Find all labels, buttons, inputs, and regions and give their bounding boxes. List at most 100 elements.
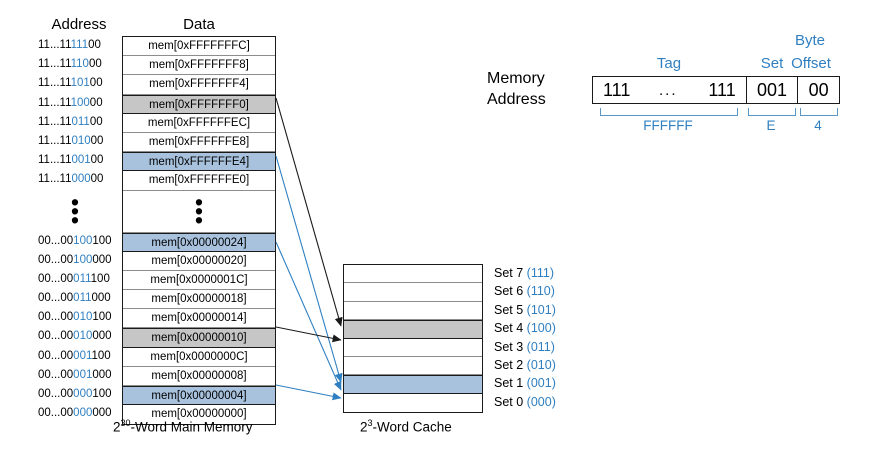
mm-caption-exponent: 30: [120, 418, 131, 428]
cache-row: [344, 265, 482, 284]
cache-set-label: Set 3 (011): [494, 338, 556, 356]
address-label: 11...1110100: [38, 74, 120, 93]
mm-caption-base: 2: [113, 419, 121, 435]
set-index-bits: (011): [526, 339, 555, 354]
set-hex-value: E: [766, 118, 776, 133]
address-offset-bits: 100: [90, 272, 110, 285]
address-offset-bits: 00: [89, 77, 103, 90]
cache-row: [344, 283, 482, 302]
cache-set-label: Set 4 (100): [494, 319, 556, 337]
cache-set-label: Set 7 (111): [494, 264, 556, 282]
address-offset-bits: 00: [90, 173, 104, 186]
address-set-bits: 001: [73, 349, 92, 362]
address-label: 00...00000100: [38, 385, 120, 404]
address-offset-bits: 100: [91, 349, 111, 362]
address-set-bits: 011: [73, 292, 92, 305]
address-offset-bits: 00: [89, 115, 103, 128]
address-tag-bits: 00...00: [38, 234, 74, 247]
address-tag-bits: 11...11: [38, 39, 71, 51]
address-offset-bits: 100: [92, 234, 112, 247]
cache-caption-exponent: 3: [367, 418, 373, 428]
address-offset-bits: 100: [92, 388, 112, 400]
memory-row: mem[0x00000004]: [123, 386, 275, 406]
memory-row: mem[0x00000008]: [123, 366, 275, 386]
memory-row: mem[0x00000010]: [123, 328, 275, 348]
address-tag-bits: 11...11: [38, 134, 72, 147]
set-name: Set 2: [494, 357, 524, 372]
byte-offset-label-line2: Offset: [791, 55, 831, 72]
cache-set-labels: Set 7 (111)Set 6 (110)Set 5 (101)Set 4 (…: [494, 264, 556, 411]
memory-row: mem[0x00000020]: [123, 251, 275, 271]
main-memory-table: mem[0xFFFFFFFC]mem[0xFFFFFFF8]mem[0xFFFF…: [122, 36, 276, 426]
address-set-bits: 001: [73, 368, 93, 381]
address-tag-bits: 00...00: [38, 368, 74, 381]
set-name: Set 6: [494, 284, 524, 299]
memory-row: mem[0xFFFFFFF4]: [123, 75, 275, 95]
tag-bits-field: 111 ... 111: [593, 77, 746, 103]
set-name: Set 0: [494, 394, 524, 409]
address-set-bits: 000: [73, 388, 93, 400]
cache-row: [344, 320, 482, 339]
address-tag-bits: 11...11: [38, 115, 72, 128]
address-set-bits: 011: [71, 115, 90, 128]
set-name: Set 7: [494, 266, 524, 280]
memory-row: mem[0xFFFFFFE8]: [123, 132, 275, 153]
tag-field-label: Tag: [656, 55, 682, 72]
address-offset-bits: 100: [92, 311, 112, 324]
address-tag-bits: 11...11: [38, 154, 72, 167]
tag-hex-value: FFFFFF: [643, 118, 693, 133]
memory-row: mem[0xFFFFFFF0]: [123, 94, 275, 114]
memory-address-label-line2: Address: [487, 91, 546, 108]
memory-row: mem[0x00000024]: [123, 232, 275, 252]
address-tag-bits: 11...11: [38, 173, 72, 186]
address-column-header: Address: [51, 16, 107, 33]
cache-set-label: Set 6 (110): [494, 282, 556, 300]
address-set-bits: 101: [70, 77, 90, 90]
address-set-bits: 010: [71, 134, 91, 147]
set-brace: [748, 108, 796, 116]
main-memory-caption: 230-Word Main Memory: [113, 418, 253, 435]
cache-row: [344, 356, 482, 376]
address-tag-bits: 11...11: [38, 58, 71, 71]
address-offset-bits: 000: [92, 407, 112, 420]
address-set-bits: 010: [73, 311, 93, 324]
set-index-bits: (110): [526, 284, 555, 299]
cache-row: [344, 393, 482, 413]
cache-set-label: Set 2 (010): [494, 356, 556, 374]
memory-row: mem[0xFFFFFFFC]: [123, 37, 275, 57]
memory-row-ellipsis: •••: [123, 190, 275, 233]
address-set-bits: 111: [70, 39, 89, 51]
tag-bits-right: 111: [708, 79, 736, 100]
cache-caption-rest: -Word Cache: [372, 419, 452, 435]
address-label: 00...00011100: [38, 270, 120, 289]
address-offset-bits: 00: [88, 39, 101, 51]
offset-hex-value: 4: [814, 118, 822, 133]
address-offset-bits: 00: [90, 154, 104, 167]
address-tag-bits: 00...00: [38, 292, 74, 305]
address-set-bits: 000: [71, 173, 91, 186]
address-offset-bits: 000: [92, 253, 112, 266]
memory-address-label: Memory Address: [487, 68, 546, 110]
tag-bits-left: 111: [603, 79, 631, 100]
address-label: 00...00001100: [38, 347, 120, 366]
offset-bits-field: 00: [797, 77, 839, 103]
memory-row: mem[0xFFFFFFE4]: [123, 152, 275, 172]
address-label: 11...1110000: [38, 94, 120, 113]
memory-row: mem[0xFFFFFFE0]: [123, 171, 275, 191]
address-label: 00...00100000: [38, 251, 120, 270]
memory-row: mem[0x0000000C]: [123, 347, 275, 367]
address-tag-bits: 00...00: [38, 272, 74, 285]
cache-row: [344, 338, 482, 357]
mm-caption-rest: -Word Main Memory: [130, 419, 253, 435]
set-index-bits: (100): [526, 321, 556, 336]
address-offset-bits: 00: [90, 134, 104, 147]
cache-set-label: Set 1 (001): [494, 374, 556, 392]
address-set-bits: 000: [73, 407, 93, 420]
address-label: 11...1100100: [38, 151, 120, 170]
address-label: 11...1111000: [38, 55, 120, 74]
address-label: 00...00001000: [38, 366, 120, 385]
set-index-bits: (101): [526, 302, 556, 317]
set-bits-field: 001: [745, 77, 798, 103]
set-name: Set 1: [494, 376, 524, 391]
address-set-bits: 110: [70, 58, 89, 71]
